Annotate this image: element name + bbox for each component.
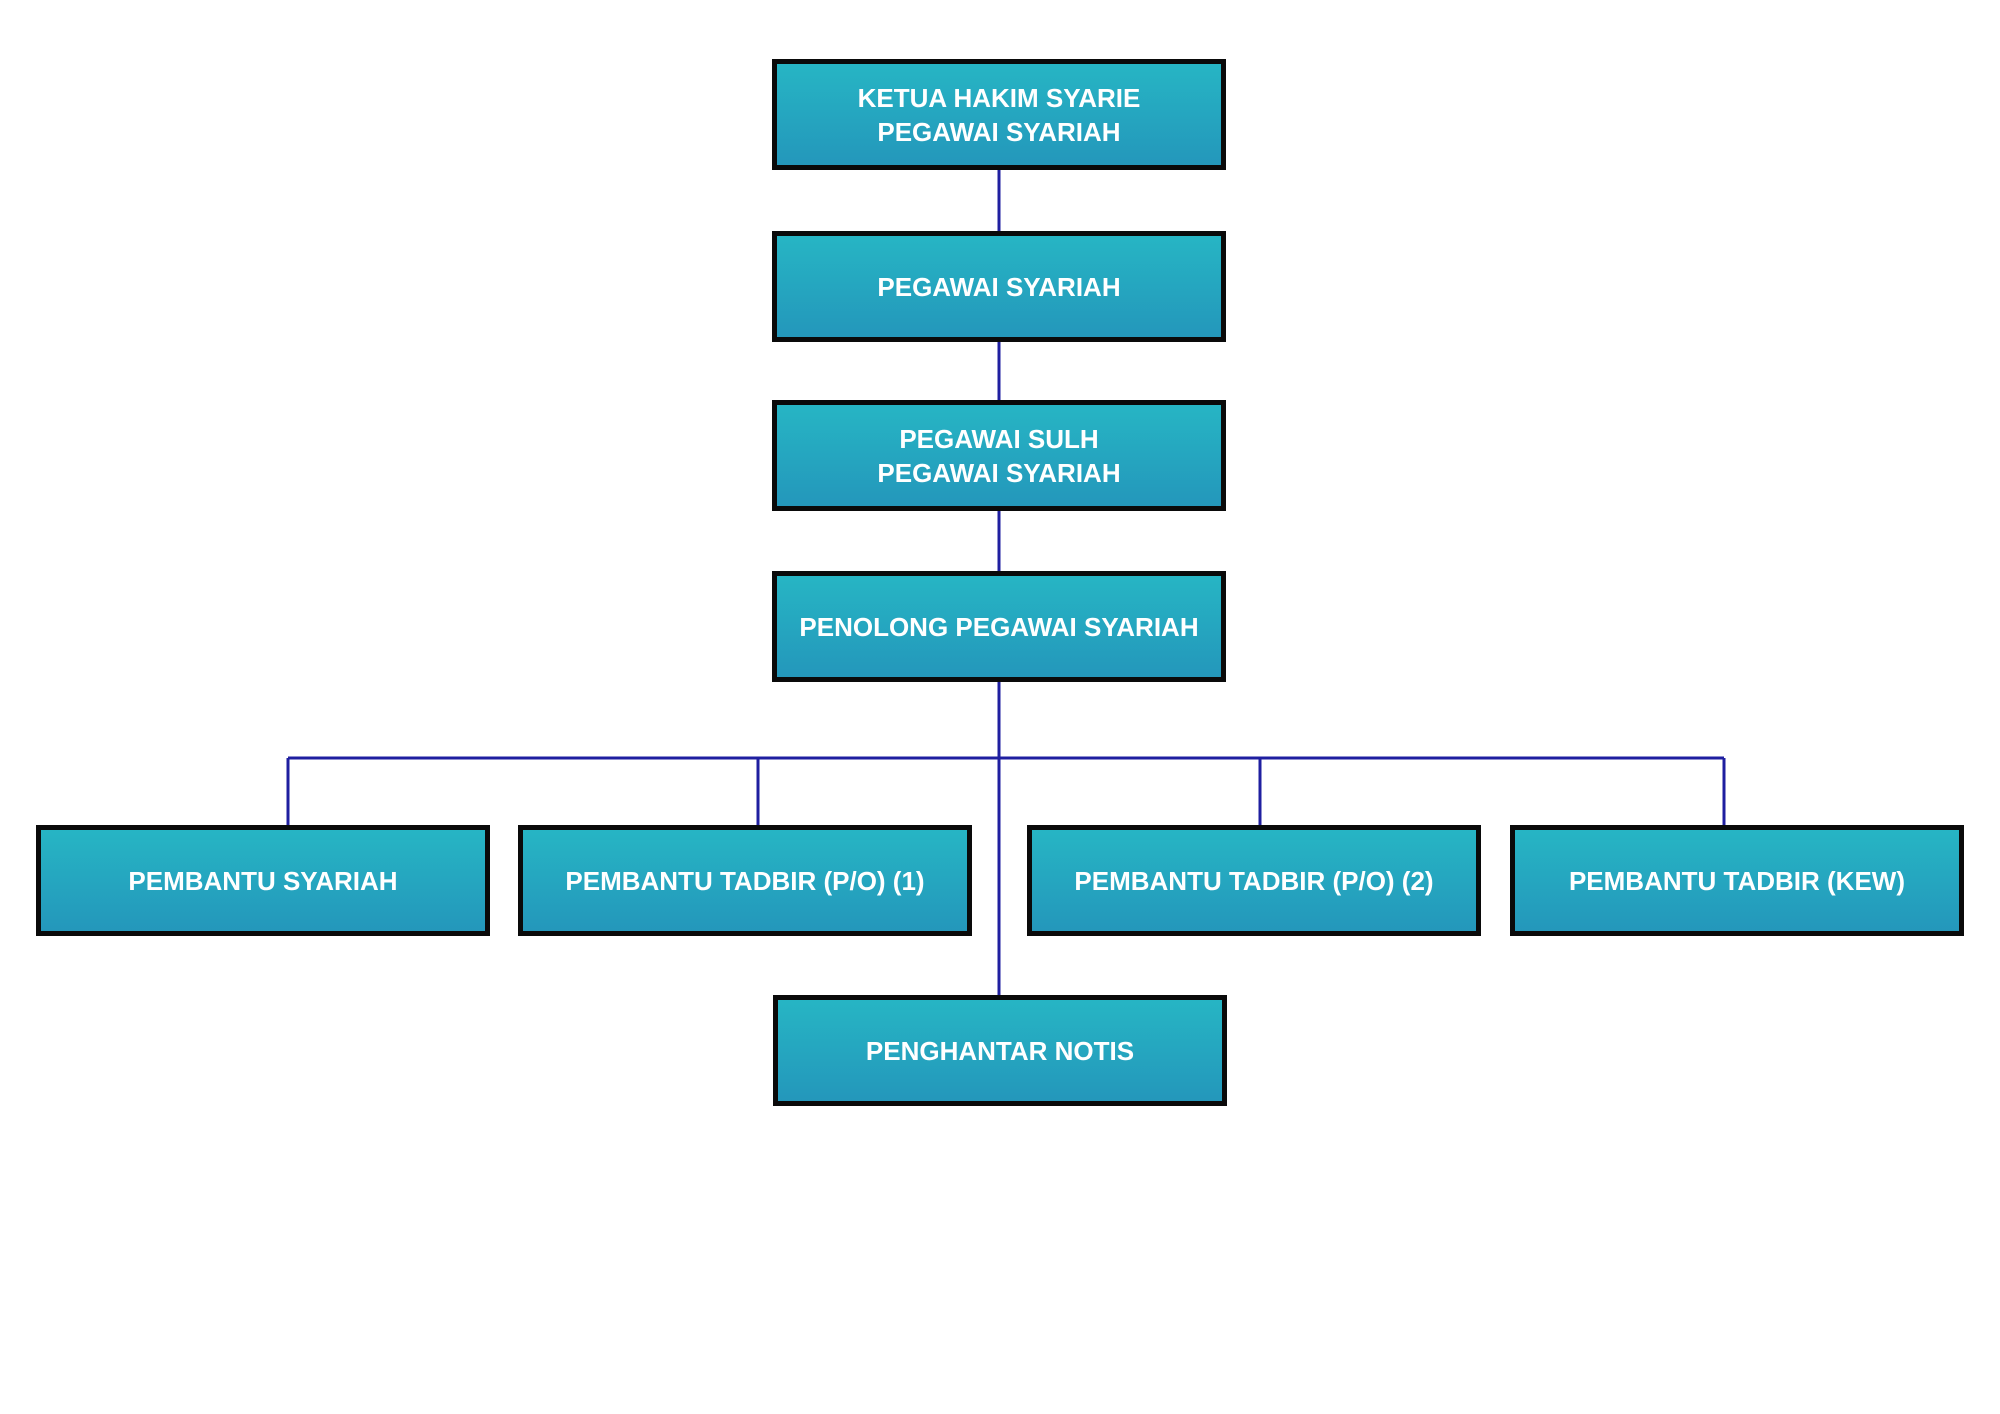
node-label: PEGAWAI SYARIAH <box>877 457 1121 488</box>
node-pembantu-tadbir-kew: PEMBANTU TADBIR (KEW) <box>1510 825 1964 936</box>
node-label: PEMBANTU TADBIR (P/O) (2) <box>1074 865 1434 896</box>
node-pembantu-tadbir-2: PEMBANTU TADBIR (P/O) (2) <box>1027 825 1481 936</box>
node-label: PENOLONG PEGAWAI SYARIAH <box>799 611 1199 642</box>
node-pegawai-syariah: PEGAWAI SYARIAH <box>772 231 1226 342</box>
node-label: PENGHANTAR NOTIS <box>865 1035 1135 1066</box>
node-label: KETUA HAKIM SYARIE <box>857 82 1141 113</box>
node-label: PEGAWAI SYARIAH <box>877 116 1121 147</box>
node-label: PEMBANTU SYARIAH <box>128 865 398 896</box>
node-penghantar-notis: PENGHANTAR NOTIS <box>773 995 1227 1106</box>
node-label: PEGAWAI SYARIAH <box>877 271 1121 302</box>
node-label: PEMBANTU TADBIR (P/O) (1) <box>565 865 925 896</box>
node-penolong-pegawai-syariah: PENOLONG PEGAWAI SYARIAH <box>772 571 1226 682</box>
node-label: PEMBANTU TADBIR (KEW) <box>1568 865 1906 896</box>
node-pembantu-syariah: PEMBANTU SYARIAH <box>36 825 490 936</box>
node-pembantu-tadbir-1: PEMBANTU TADBIR (P/O) (1) <box>518 825 972 936</box>
node-label: PEGAWAI SULH <box>899 423 1099 454</box>
